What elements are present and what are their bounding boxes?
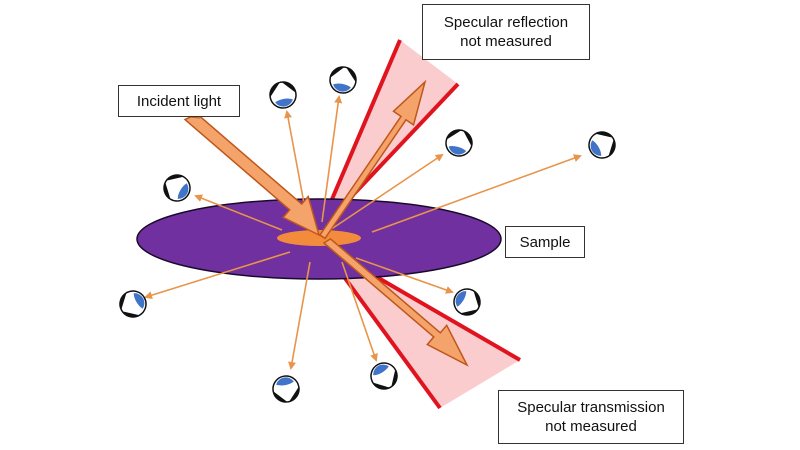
scattered-light-arrow <box>341 261 378 362</box>
eye-detector-icon <box>269 81 297 109</box>
eye-detector-icon <box>329 66 357 94</box>
specular-reflection-text-line1: Specular reflection <box>443 14 569 31</box>
scattered-light-arrow <box>288 261 311 370</box>
eye-detector-icon <box>453 288 481 316</box>
specular-reflection-arrow <box>318 79 427 240</box>
detector-group <box>119 66 616 403</box>
specular-transmission-text-line2: not measured <box>545 418 637 435</box>
scattered-light-arrow <box>355 257 454 294</box>
specular-reflection-label: Specular reflection not measured <box>422 4 590 60</box>
sample-label: Sample <box>505 226 585 258</box>
scattered-light-arrows <box>144 95 582 370</box>
incident-light-label: Incident light <box>118 85 240 117</box>
illuminated-spot <box>277 230 361 246</box>
scattered-light-arrow <box>194 194 283 231</box>
scattered-light-arrow <box>321 95 343 223</box>
eye-detector-icon <box>370 362 398 390</box>
incident-light-text: Incident light <box>136 92 222 110</box>
scattered-light-arrow <box>284 110 307 215</box>
incident-light-arrow <box>183 112 321 237</box>
specular-reflection-text-line2: not measured <box>460 33 552 50</box>
specular-transmission-label: Specular transmission not measured <box>498 390 684 444</box>
incident-label-connector <box>189 116 201 119</box>
eye-detector-icon <box>588 131 616 159</box>
scattered-light-arrow <box>144 251 291 300</box>
specular-transmission-arrow <box>322 237 469 367</box>
eye-detector-icon <box>119 290 147 318</box>
scattered-light-arrow <box>371 154 582 233</box>
specular-transmission-text-line1: Specular transmission <box>517 399 665 416</box>
eye-detector-icon <box>163 174 191 202</box>
eye-detector-icon <box>445 129 473 157</box>
sample-text: Sample <box>519 233 571 251</box>
eye-detector-icon <box>272 375 300 403</box>
scattered-light-arrow <box>329 153 444 231</box>
